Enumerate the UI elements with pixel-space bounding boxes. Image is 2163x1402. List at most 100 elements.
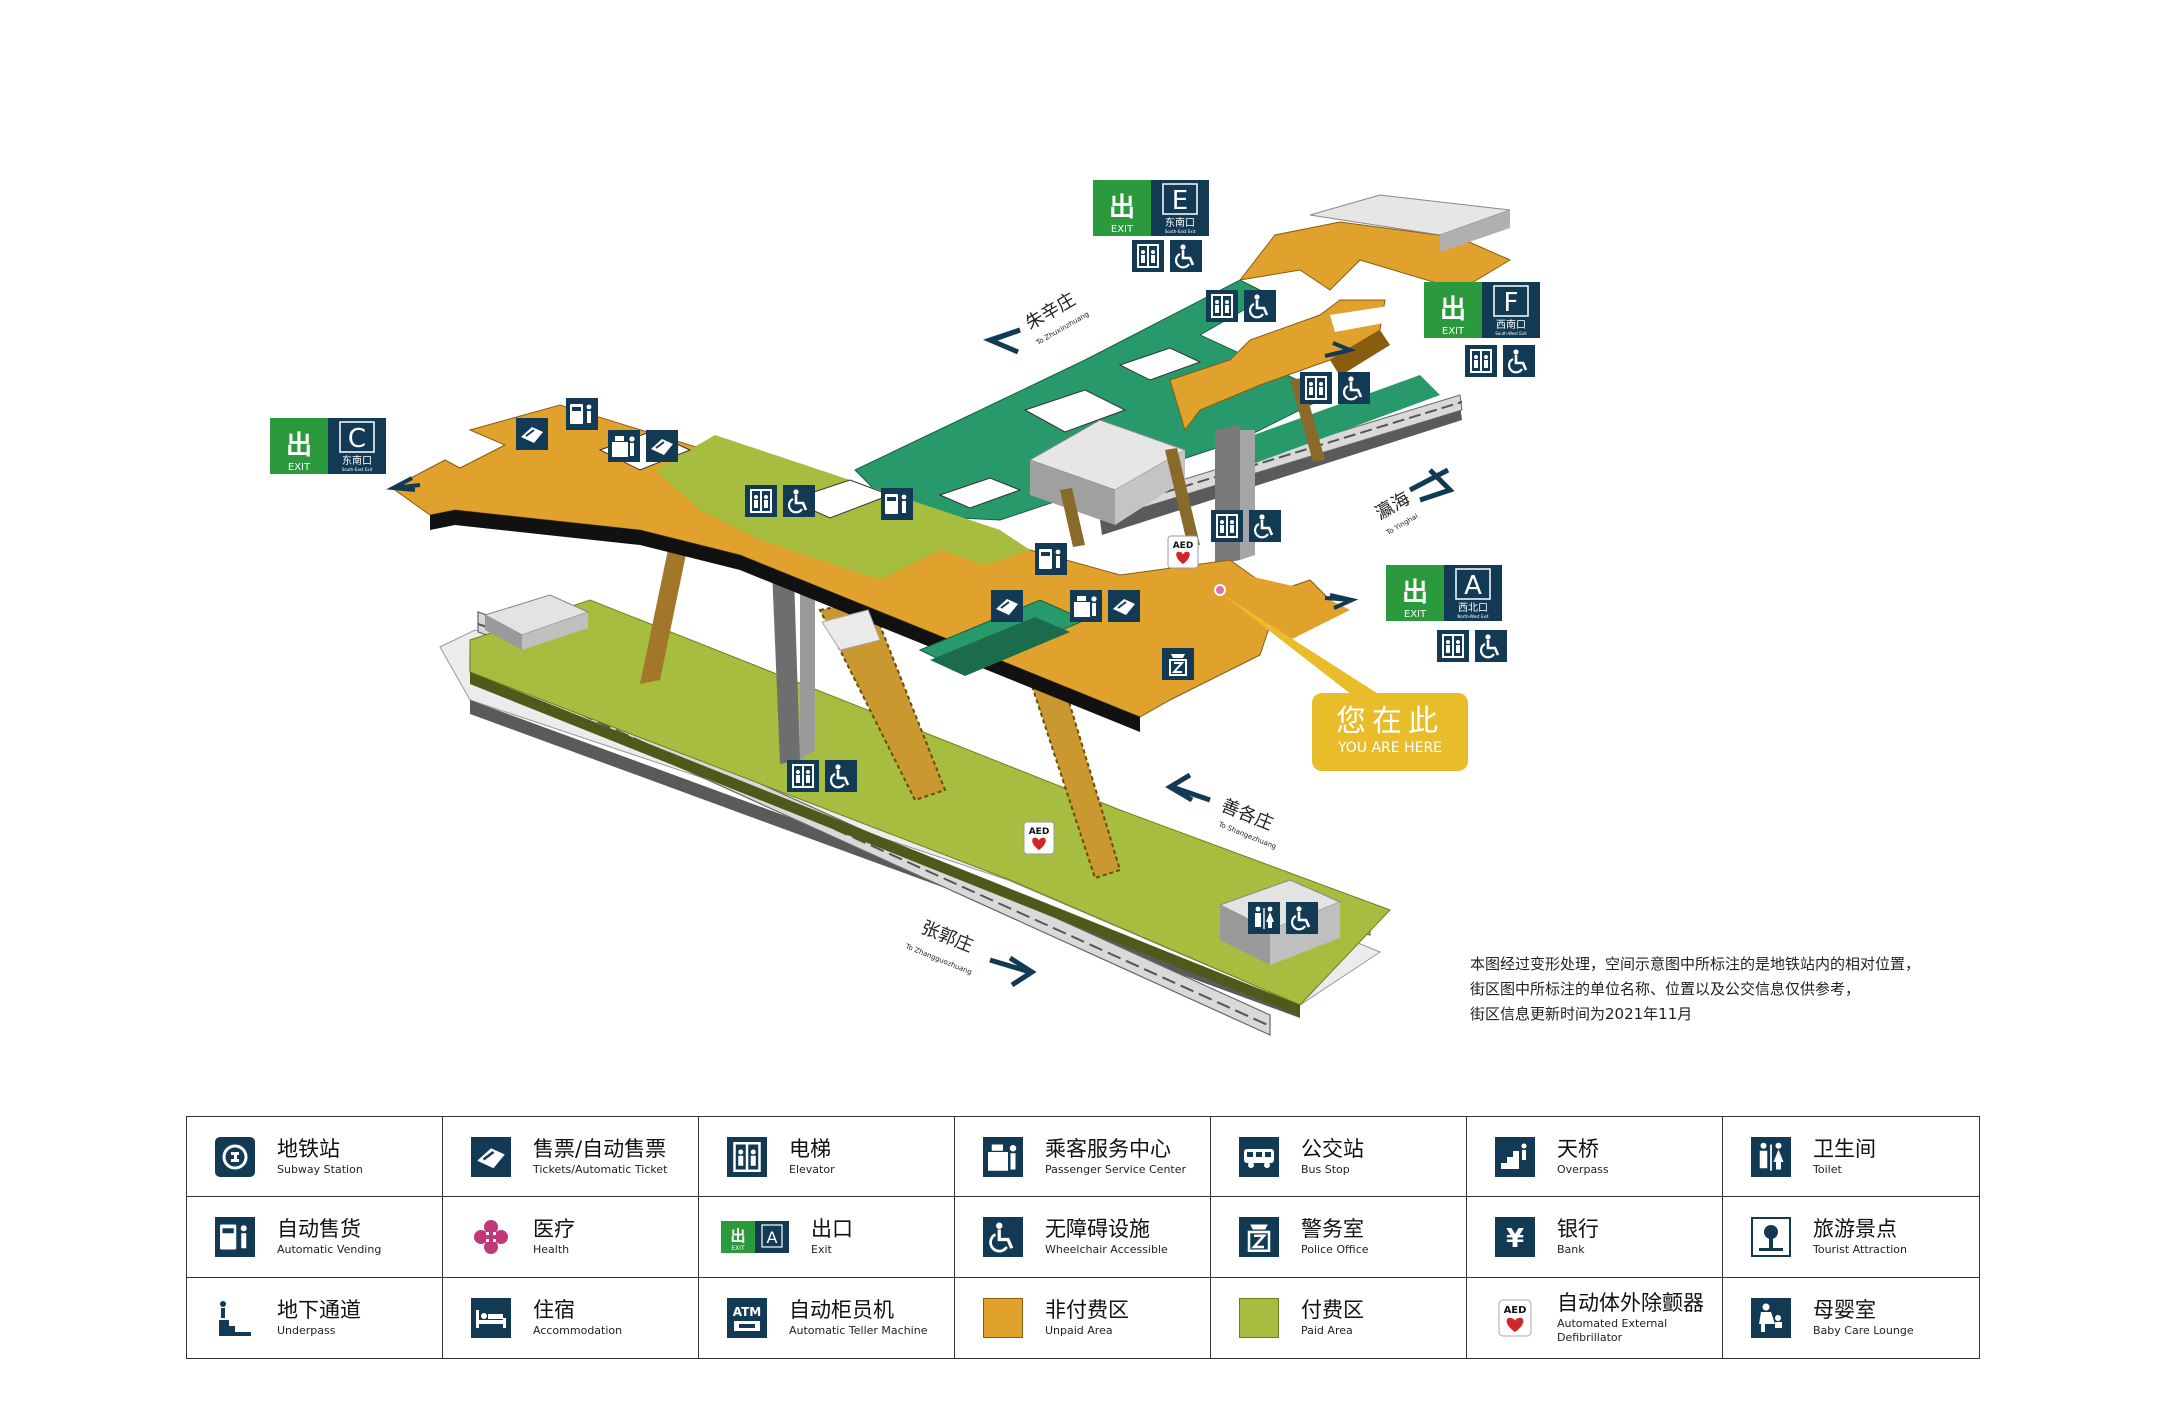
exit-sign-a: 出 EXIT A 西北口 North-West Exit	[1386, 565, 1502, 621]
svg-text:AED: AED	[1029, 827, 1050, 837]
legend-label-en: Wheelchair Accessible	[1045, 1242, 1168, 1256]
ticket-icon	[515, 417, 549, 451]
aed-marker-concourse: AED	[1167, 535, 1199, 569]
svg-text:AED: AED	[1504, 1305, 1527, 1316]
ticket-icon	[471, 1136, 511, 1177]
elevator-icon	[1436, 629, 1470, 663]
elevator-icon	[1299, 371, 1333, 405]
legend-label-en: Tourist Attraction	[1813, 1242, 1908, 1256]
legend-label-cn: 银行	[1557, 1216, 1599, 1241]
wheelchair-icon	[823, 758, 859, 794]
wheelchair-icon	[983, 1216, 1023, 1257]
legend-label-en: Unpaid Area	[1045, 1323, 1113, 1337]
elevator-icon	[1205, 289, 1239, 323]
exit-id: F	[1504, 288, 1519, 318]
legend-label-en: Passenger Service Center	[1045, 1162, 1187, 1176]
underpass-icon	[215, 1297, 255, 1338]
exit-sign-e: 出 EXIT E 东南口 South-East Exit	[1093, 180, 1209, 236]
exit-cn: 东南口	[1165, 216, 1195, 229]
legend-label-cn: 地下通道	[277, 1297, 361, 1322]
wheelchair-icon	[1336, 370, 1372, 406]
svg-text:出: 出	[730, 1227, 745, 1245]
vending-icon	[566, 398, 598, 430]
you-are-here-en: YOU ARE HERE	[1337, 740, 1442, 756]
bank-icon: ¥	[1495, 1216, 1535, 1257]
direction-zhuxinzhuang: 朱辛庄 To Zhuxinzhuang	[982, 289, 1091, 355]
legend-label-cn: 无障碍设施	[1045, 1216, 1150, 1241]
legend-label-en: Exit	[811, 1242, 832, 1256]
elevator-icon	[744, 484, 778, 518]
exit-a-arrow	[1324, 593, 1359, 610]
legend-label-cn: 母婴室	[1813, 1297, 1876, 1322]
elevator-icon	[1464, 344, 1498, 378]
paid-area-icon	[1239, 1297, 1279, 1338]
exit-c-arrow	[386, 476, 421, 492]
concourse-green-area	[854, 279, 1463, 535]
tourist-icon	[1751, 1216, 1791, 1257]
legend-label-cn: 卫生间	[1813, 1136, 1876, 1161]
exit-id: A	[1464, 571, 1482, 601]
svg-text:出: 出	[1440, 295, 1466, 325]
exit-sign-f: 出 EXIT F 西南口 South-West Exit	[1424, 282, 1540, 338]
vending-icon	[215, 1216, 255, 1257]
svg-text:ATM: ATM	[733, 1305, 761, 1319]
vending-icon	[1035, 543, 1067, 575]
legend-label-en: Baby Care Lounge	[1813, 1323, 1914, 1337]
exit-word: EXIT	[1111, 224, 1134, 235]
legend-label-cn: 旅游景点	[1813, 1216, 1897, 1241]
subway-station-icon	[215, 1136, 255, 1177]
exit-id: C	[348, 424, 366, 454]
aed-icon: AED	[1495, 1298, 1535, 1338]
exit-word: EXIT	[1442, 326, 1465, 337]
ticket-icon	[990, 589, 1024, 623]
legend-label-cn: 医疗	[533, 1216, 575, 1241]
police-icon	[1161, 647, 1195, 681]
legend-label-cn: 付费区	[1301, 1297, 1364, 1322]
legend-label-cn: 自动售货	[277, 1216, 361, 1241]
overpass-icon	[1495, 1136, 1535, 1177]
exit-word: EXIT	[731, 1245, 745, 1252]
legend-label-en: Elevator	[789, 1162, 835, 1176]
legend-label-cn: 地铁站	[277, 1136, 340, 1161]
legend-label-cn: 自动体外除颤器	[1557, 1290, 1704, 1315]
wheelchair-icon	[1168, 238, 1204, 274]
health-icon	[471, 1217, 511, 1257]
elevator-icon	[727, 1136, 767, 1177]
legend-label-cn: 公交站	[1301, 1136, 1364, 1161]
service-center-icon	[983, 1136, 1023, 1177]
exit-id: A	[767, 1228, 778, 1247]
unpaid-area-icon	[983, 1297, 1023, 1338]
legend-label-en: Toilet	[1813, 1162, 1842, 1176]
exit-en: South-West Exit	[1495, 331, 1527, 336]
elevator-icon	[1131, 239, 1165, 273]
legend-label-en: Automated External Defibrillator	[1557, 1316, 1668, 1344]
direction-zhangguozhuang: 张郭庄 To Zhangguozhuang	[903, 917, 1037, 988]
legend-label-en: Subway Station	[277, 1162, 363, 1176]
legend-label-en: Overpass	[1557, 1162, 1609, 1176]
legend-label-cn: 住宿	[533, 1297, 575, 1322]
vending-icon	[881, 488, 913, 520]
wheelchair-icon	[781, 483, 817, 519]
you-are-here-cn: 您在此	[1336, 704, 1444, 739]
ticket-icon	[645, 429, 679, 463]
legend-label-cn: 电梯	[789, 1136, 831, 1161]
svg-text:出: 出	[286, 431, 312, 461]
elevator-icon	[786, 759, 820, 793]
legend-label-cn: 售票/自动售票	[533, 1136, 667, 1161]
wheelchair-icon	[1501, 343, 1537, 379]
legend-label-en: Underpass	[277, 1323, 336, 1337]
